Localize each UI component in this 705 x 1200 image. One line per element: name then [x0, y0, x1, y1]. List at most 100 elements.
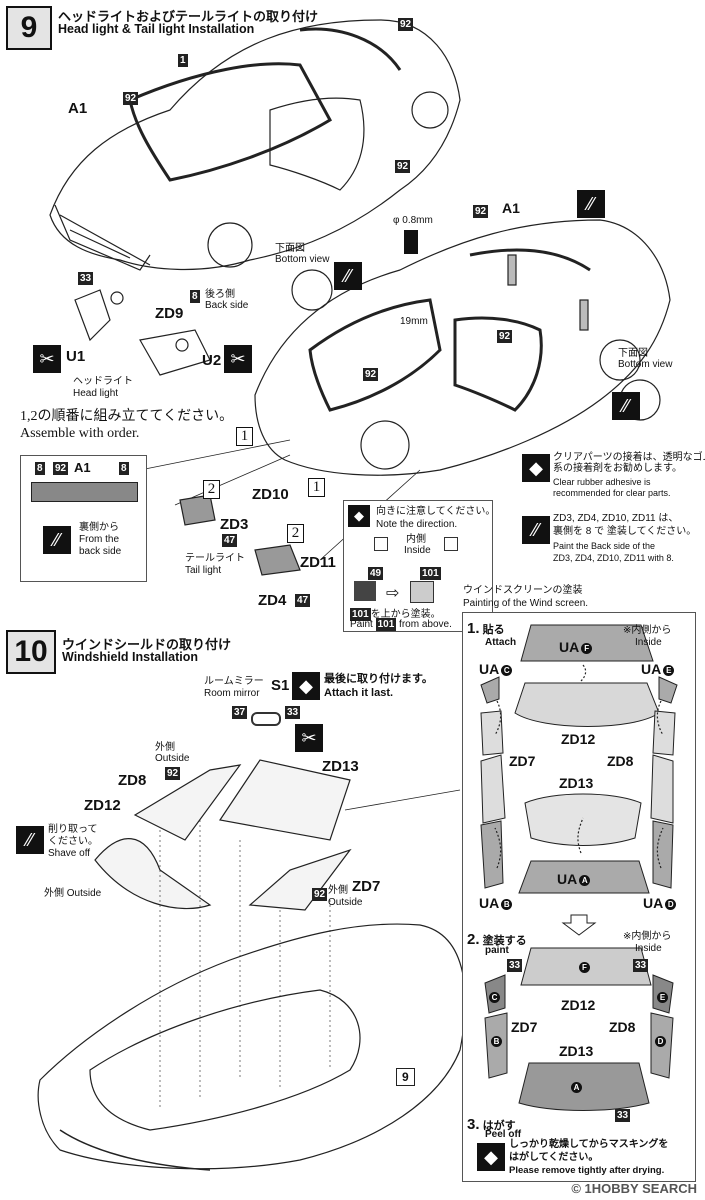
- part-number-1: 1: [178, 54, 188, 67]
- part-number-92: 92: [395, 160, 411, 173]
- zd12-label: ZD12: [561, 997, 596, 1013]
- glue-icon: ◆: [292, 672, 320, 700]
- glue-icon: ◆: [522, 454, 550, 482]
- step3-en: Peel off: [485, 1129, 522, 1140]
- circle-f-label: F: [577, 959, 590, 977]
- taillight-label-jp: テールライト: [185, 553, 245, 564]
- diameter-label: φ 0.8mm: [393, 215, 433, 226]
- circle-c: C: [489, 992, 500, 1004]
- part-label-zd7: ZD7: [352, 878, 381, 895]
- ua-text: UA: [479, 661, 500, 677]
- glue-icon: ⁄⁄: [16, 826, 44, 854]
- step2-number: 2.: [467, 931, 480, 948]
- part-label-zd9: ZD9: [155, 305, 184, 322]
- attach-last-note: 最後に取り付けます。 Attach it last.: [324, 672, 433, 700]
- outside-label-en: Outside: [328, 897, 363, 908]
- part-number-92: 92: [53, 462, 69, 475]
- direction-diagram: [444, 537, 458, 551]
- part-number-33: 33: [78, 272, 94, 285]
- zd-note-jp: 裏側を 8 で 塗装してください。: [553, 526, 697, 537]
- part-label-u1: U1: [66, 348, 86, 365]
- paint-above-text-en2: from above.: [399, 619, 452, 630]
- part-label-zd12: ZD12: [84, 797, 121, 814]
- inside-label-en: Inside: [635, 943, 662, 954]
- circle-e-label: E: [655, 989, 668, 1007]
- part-number-49: 49: [368, 567, 384, 580]
- outside-label: 外側 Outside: [44, 888, 102, 899]
- part-label-zd3: ZD3: [220, 516, 249, 533]
- part-number-101: 101: [420, 567, 441, 580]
- glue-icon: ⁄⁄: [577, 190, 605, 218]
- step-number: 9: [6, 6, 52, 50]
- part-label-u2: U2: [202, 352, 222, 369]
- shave-off-jp: 削り取って: [48, 824, 98, 835]
- zd12-label: ZD12: [561, 731, 596, 747]
- part-number-92: 92: [398, 18, 414, 31]
- part-label-zd10: ZD10: [252, 486, 289, 503]
- part-number-33: 33: [507, 959, 523, 972]
- circle-d-label: D: [653, 1033, 666, 1051]
- inside-label-en: Inside: [404, 545, 431, 556]
- paint-above-en: Paint 101 from above.: [350, 618, 452, 631]
- circle-d: D: [655, 1036, 666, 1048]
- paint-above-text-en: Paint: [350, 619, 373, 630]
- wind-title-jp: ウインドスクリーンの塗装: [463, 585, 583, 596]
- part-number-92: 92: [165, 767, 181, 780]
- order-number-1: 1: [308, 478, 325, 497]
- step2-label: 2. 塗装する: [467, 931, 527, 948]
- room-mirror-label-en: Room mirror: [204, 688, 260, 699]
- order-number-2: 2: [203, 480, 220, 499]
- outside-label-jp: 外側: [328, 885, 348, 896]
- room-mirror-label-jp: ルームミラー: [204, 676, 264, 687]
- order-number-2: 2: [287, 524, 304, 543]
- glue-icon: ◆: [477, 1143, 505, 1171]
- circle-e: E: [663, 664, 675, 676]
- part-label-zd4: ZD4: [258, 592, 287, 609]
- circle-f: F: [579, 962, 590, 974]
- circle-d: D: [665, 898, 677, 910]
- clear-part-icon: ✂: [33, 345, 61, 373]
- from-back-label-jp: 裏側から: [79, 522, 119, 533]
- clear-part-icon: ✂: [295, 724, 323, 752]
- part-number-92: 92: [123, 92, 139, 105]
- inside-label-jp: 内側: [406, 534, 426, 545]
- glue-icon: ⁄⁄: [522, 516, 550, 544]
- part-label-a1: A1: [68, 100, 88, 117]
- shave-off-jp: ください。: [48, 836, 98, 847]
- room-mirror-part: [251, 712, 281, 726]
- part-number-92: 92: [363, 368, 379, 381]
- circle-b: B: [491, 1036, 502, 1048]
- zd13-label: ZD13: [559, 775, 594, 791]
- circle-a: A: [579, 874, 591, 886]
- direction-diagram: [374, 537, 388, 551]
- arrow-right-icon: ⇨: [386, 585, 400, 602]
- assemble-note-jp: 1,2の順番に組み立ててください。: [20, 409, 234, 424]
- clear-note-en: Clear rubber adhesive is: [553, 477, 651, 487]
- step-title-jp: ヘッドライトおよびテールライトの取り付け: [58, 9, 319, 24]
- step3-number: 3.: [467, 1116, 480, 1133]
- zd-note-en: Paint the Back side of the: [553, 541, 656, 551]
- grille-part: [31, 482, 138, 502]
- step-title-en: Head light & Tail light Installation: [58, 22, 255, 36]
- drill-icon: [404, 230, 418, 254]
- back-side-label-en: Back side: [205, 300, 249, 311]
- circle-f: F: [581, 642, 593, 654]
- step2-en: paint: [485, 945, 509, 956]
- wind-title-en: Painting of the Wind screen.: [463, 598, 589, 609]
- outside-label-en: Outside: [155, 753, 190, 764]
- ua-text: UA: [479, 895, 500, 911]
- attach-last-jp: 最後に取り付けます。: [324, 673, 433, 685]
- paint-swatch: [354, 581, 376, 601]
- part-label-s1: S1: [271, 677, 290, 694]
- circle-a-label: A: [569, 1079, 582, 1097]
- clear-part-icon: ✂: [224, 345, 252, 373]
- outside-label-jp: 外側: [155, 742, 175, 753]
- step1-en: Attach: [485, 637, 517, 648]
- paint-swatch: [410, 581, 434, 603]
- part-label-zd13: ZD13: [322, 758, 359, 775]
